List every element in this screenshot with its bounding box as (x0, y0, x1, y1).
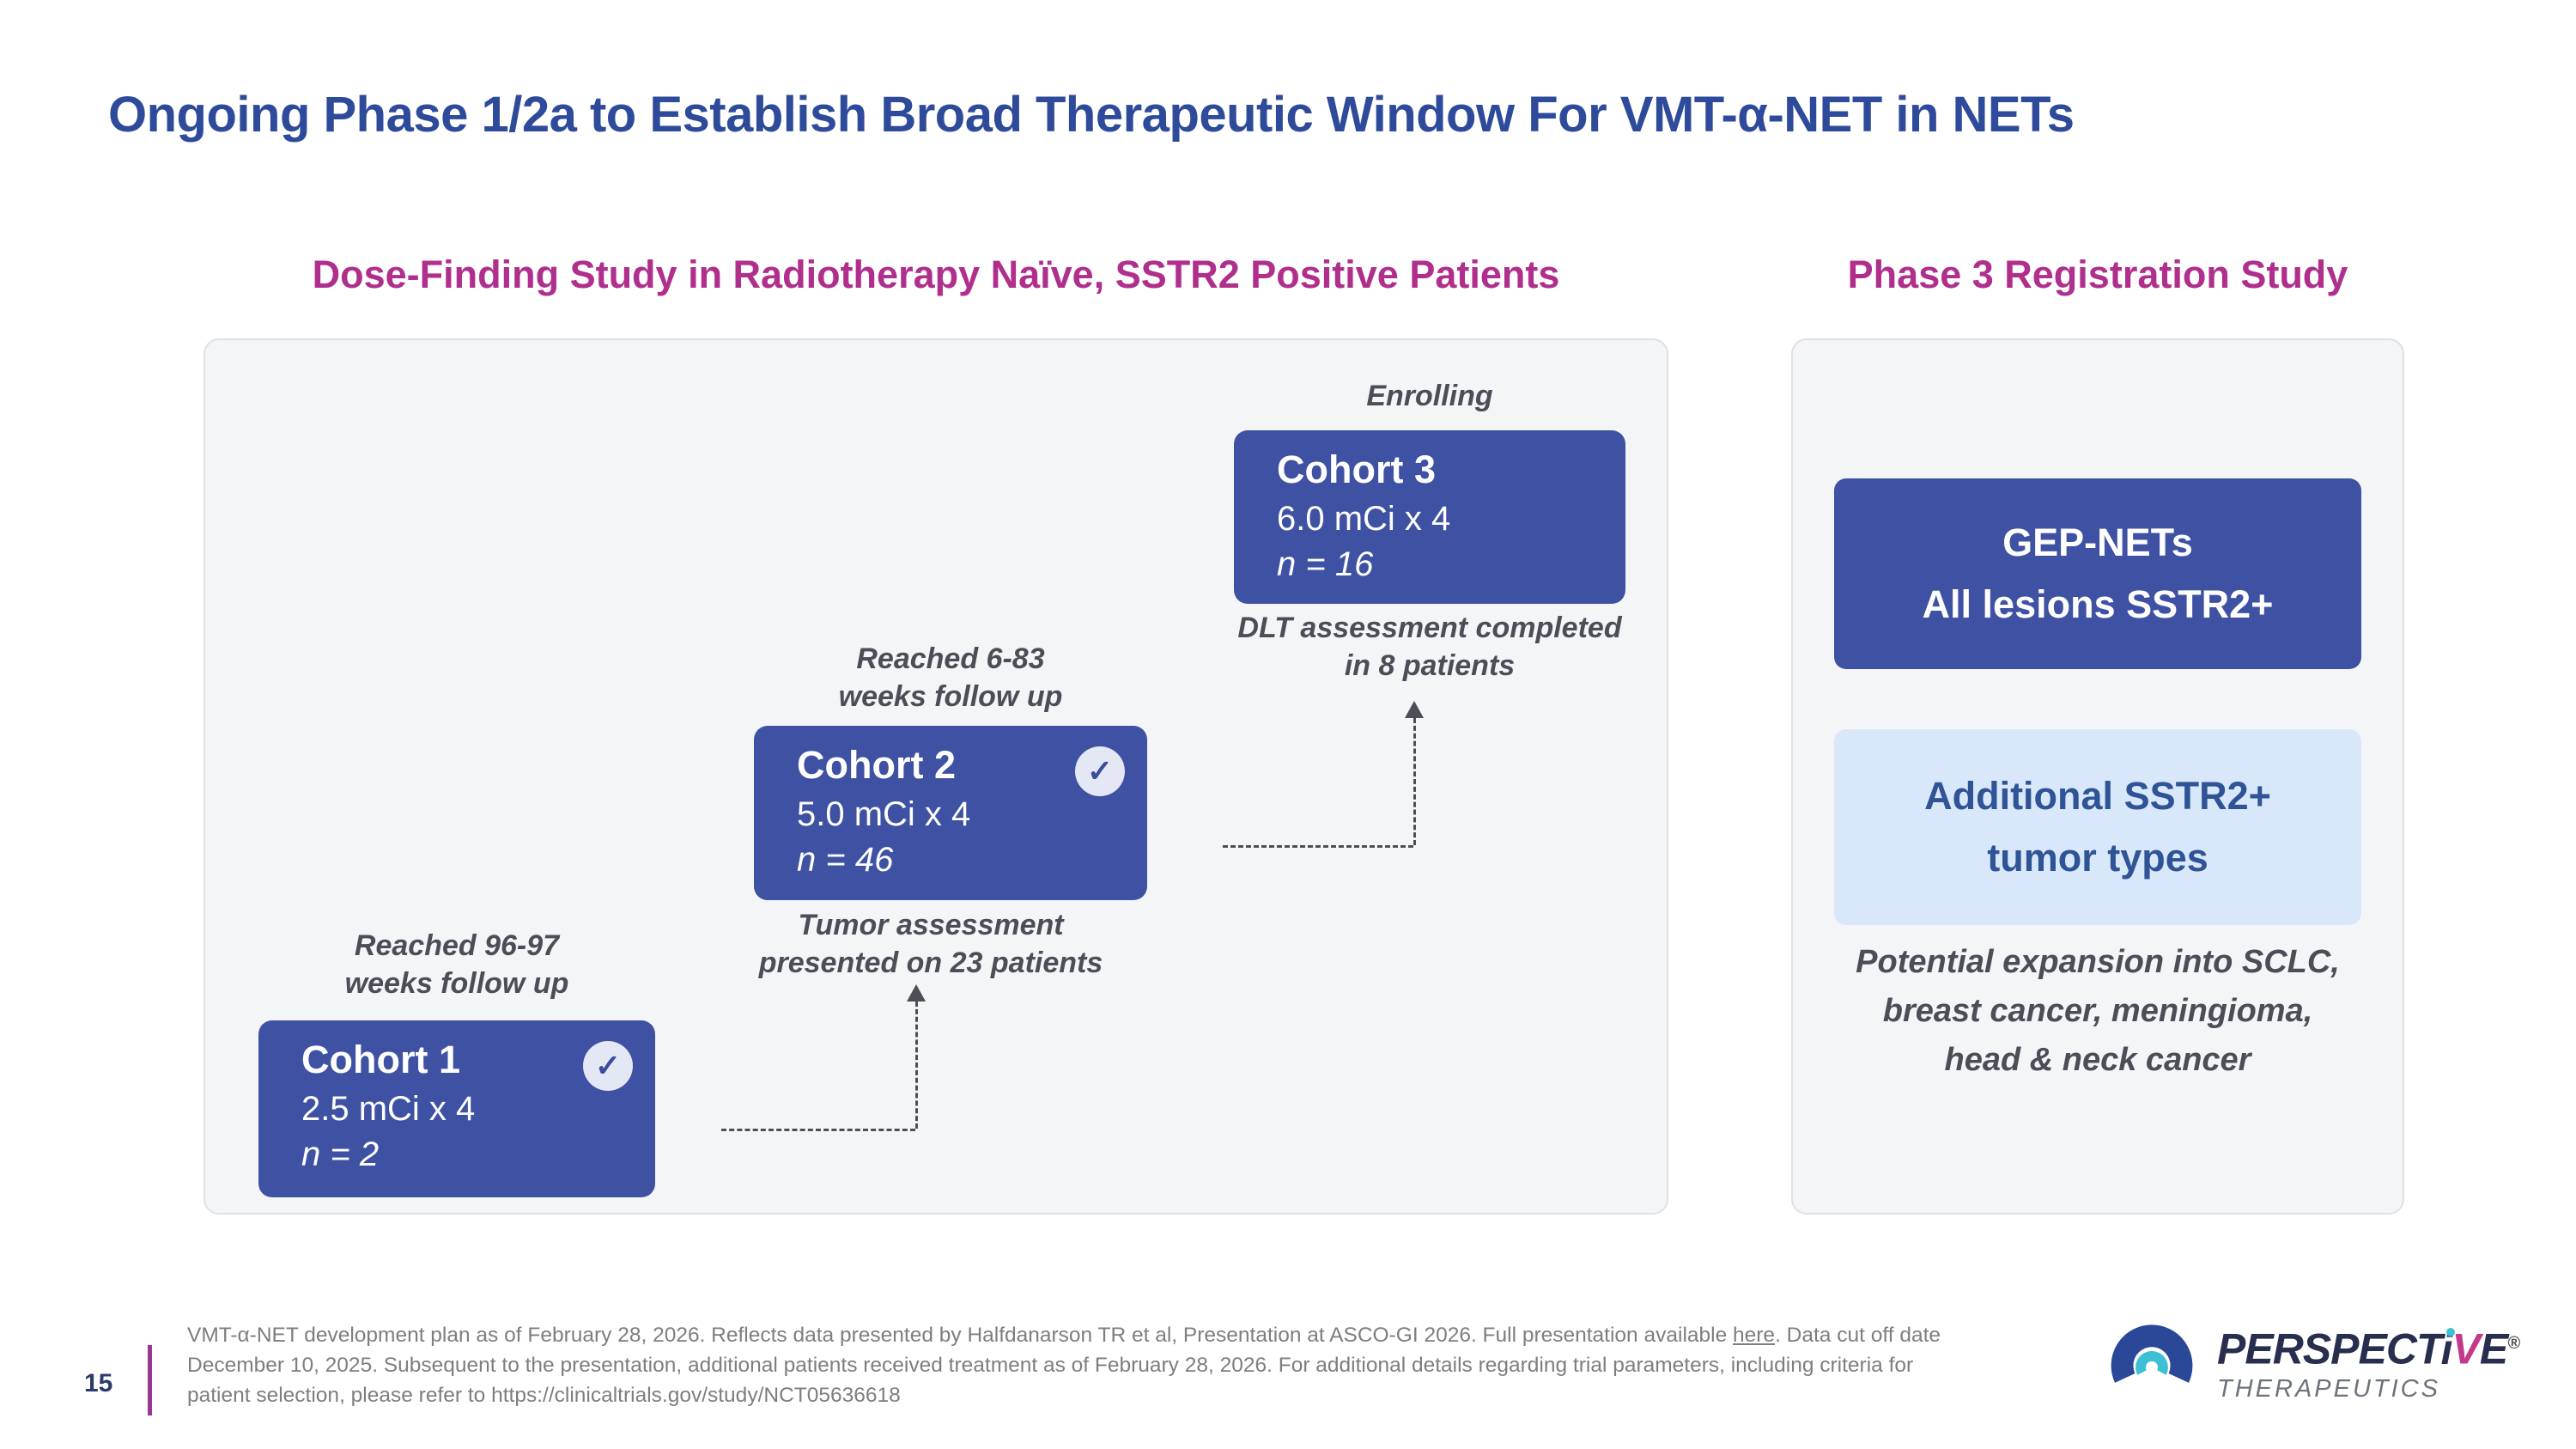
cohort2-card: Cohort 2 5.0 mCi x 4 n = 46 ✓ (754, 726, 1147, 900)
gep-nets-box: GEP-NETs All lesions SSTR2+ (1834, 478, 2361, 669)
footnote-text-pre: VMT-α-NET development plan as of Februar… (187, 1324, 1734, 1347)
cohort1-dose: 2.5 mCi x 4 (301, 1090, 476, 1128)
cohort2-dose: 5.0 mCi x 4 (797, 795, 971, 833)
cohort1-name: Cohort 1 (301, 1038, 460, 1081)
cohort1-enrollment: n = 2 (301, 1135, 380, 1173)
additional-tumor-types-box: Additional SSTR2+ tumor types (1834, 729, 2361, 925)
brand-part1: PERSPECT (2217, 1324, 2442, 1373)
expansion-note: Potential expansion into SCLC, breast ca… (1856, 944, 2340, 1078)
cohort1-followup-note: Reached 96-97 weeks follow up (344, 929, 569, 1000)
check-circle-icon: ✓ (583, 1041, 633, 1091)
connector-cohort1-vertical (915, 1002, 918, 1129)
cohort2-name: Cohort 2 (797, 743, 956, 787)
arrow-up-icon (1405, 701, 1424, 718)
connector-cohort1-horizontal (721, 1129, 915, 1131)
brand-part2: E (2479, 1324, 2508, 1373)
logo-text: PERSPECTiVE® THERAPEUTICS (2217, 1319, 2520, 1403)
cohort3-card: Cohort 3 6.0 mCi x 4 n = 16 (1234, 430, 1625, 604)
cohort2-assessment-note: Tumor assessment presented on 23 patient… (758, 909, 1103, 979)
brand-i: i (2440, 1324, 2453, 1373)
section-heading-phase3: Phase 3 Registration Study (1847, 253, 2348, 296)
logo-arch-icon (2111, 1324, 2193, 1383)
brand-v: V (2451, 1324, 2481, 1373)
slide-title: Ongoing Phase 1/2a to Establish Broad Th… (108, 87, 2075, 143)
brand-name: PERSPECTiVE® (2217, 1319, 2520, 1373)
arrow-up-icon (907, 984, 926, 1002)
perspective-logo: PERSPECTiVE® THERAPEUTICS (2105, 1319, 2520, 1403)
connector-cohort2-vertical (1413, 718, 1416, 845)
footnote-line2: December 10, 2025. Subsequent to the pre… (187, 1353, 1914, 1377)
cohort1-card: Cohort 1 2.5 mCi x 4 n = 2 ✓ (258, 1020, 655, 1197)
cohort3-dose: 6.0 mCi x 4 (1277, 500, 1451, 538)
footnote-line3: patient selection, please refer to https… (187, 1383, 901, 1407)
footnote: VMT-α-NET development plan as of Februar… (187, 1321, 2085, 1410)
cohort2-followup-note: Reached 6-83 weeks follow up (838, 642, 1063, 713)
cohort3-name: Cohort 3 (1277, 447, 1436, 491)
cohort2-enrollment: n = 46 (797, 841, 894, 879)
brand-subtitle: THERAPEUTICS (2217, 1374, 2440, 1403)
registered-mark: ® (2507, 1334, 2520, 1353)
footer-divider-bar (148, 1345, 152, 1416)
footnote-here-link[interactable]: here (1733, 1324, 1776, 1347)
page-number: 15 (84, 1369, 113, 1397)
section-heading-dose-finding: Dose-Finding Study in Radiotherapy Naïve… (312, 253, 1560, 296)
cohort3-dlt-note: DLT assessment completed in 8 patients (1237, 612, 1622, 682)
footnote-text-post: . Data cut off date (1775, 1324, 1941, 1347)
cohort3-enrolling-note: Enrolling (1366, 380, 1493, 412)
cohort3-enrollment: n = 16 (1277, 545, 1374, 583)
connector-cohort2-horizontal (1223, 845, 1413, 848)
check-circle-icon: ✓ (1075, 746, 1125, 796)
